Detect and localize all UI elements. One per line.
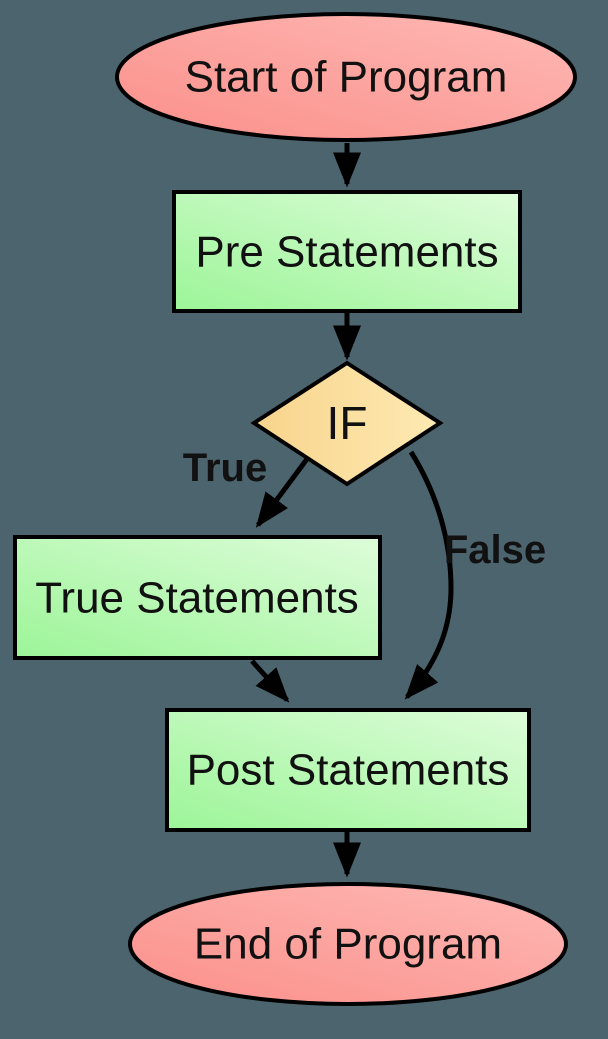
false-branch-edge-label: False bbox=[444, 528, 546, 572]
true-statements-label: True Statements bbox=[35, 574, 359, 623]
edge-if-true-to-true-statements bbox=[255, 457, 310, 528]
true-branch-edge-label: True bbox=[183, 446, 267, 490]
pre-statements-node-shape bbox=[172, 190, 522, 313]
end-node-label: End of Program bbox=[194, 920, 502, 969]
true-statements-node-shape bbox=[13, 535, 382, 660]
start-node-label: Start of Program bbox=[185, 53, 508, 102]
start-node-shape bbox=[115, 12, 577, 142]
pre-statements-label: Pre Statements bbox=[195, 228, 498, 277]
if-decision-label: IF bbox=[327, 397, 368, 449]
post-statements-label: Post Statements bbox=[187, 746, 510, 795]
edge-if-false-to-post-statements bbox=[404, 450, 454, 700]
if-decision-diamond-shape bbox=[250, 360, 444, 487]
end-node-shape bbox=[128, 882, 568, 1006]
edge-true-statements-to-post-statements bbox=[250, 659, 290, 703]
post-statements-node-shape bbox=[165, 708, 531, 832]
